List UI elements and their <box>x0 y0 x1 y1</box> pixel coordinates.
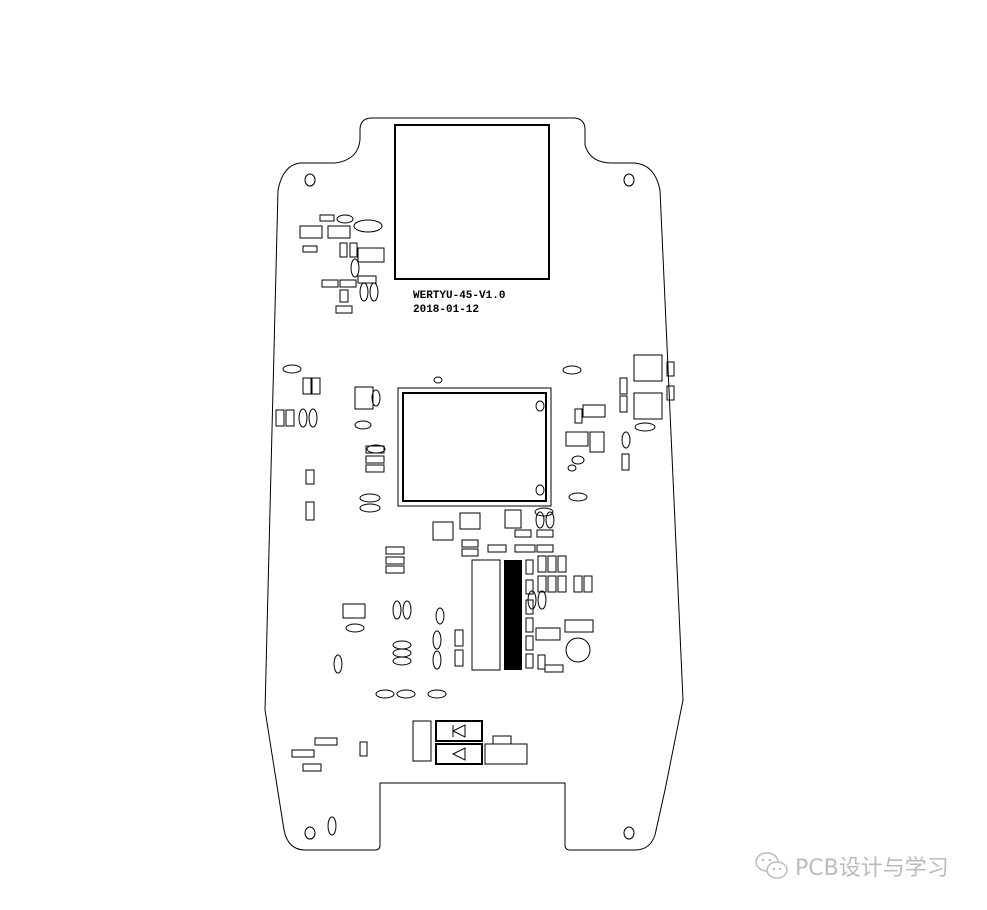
pin1-mark <box>535 484 545 496</box>
pad <box>535 627 561 641</box>
main-chip-inner <box>402 392 547 502</box>
switch-footprint <box>484 743 528 765</box>
pad <box>565 431 589 447</box>
pad <box>357 247 385 263</box>
ic-footprint <box>633 392 663 420</box>
mounting-hole <box>623 826 635 840</box>
watermark: PCB设计与学习 <box>755 850 949 882</box>
top-module-footprint <box>394 124 550 280</box>
small-pads <box>275 214 675 772</box>
connector-pads <box>504 560 522 670</box>
silkscreen-board-name: WERTYU-45-V1.0 <box>413 290 505 302</box>
diode-symbol <box>451 724 466 761</box>
pad <box>299 225 323 239</box>
pin1-mark <box>535 400 545 412</box>
ic-footprint <box>459 512 481 530</box>
pad <box>589 431 605 453</box>
pad <box>564 619 594 633</box>
diode-footprint <box>435 720 483 742</box>
silkscreen-date: 2018-01-12 <box>413 304 479 316</box>
oval-pads <box>282 214 656 836</box>
pad <box>492 735 512 745</box>
mounting-hole <box>304 173 316 187</box>
pad <box>354 386 374 410</box>
mounting-hole <box>304 826 316 840</box>
ic-footprint <box>504 509 522 529</box>
pad <box>582 404 606 418</box>
pad <box>327 225 351 239</box>
pad <box>342 603 366 619</box>
diode-footprint <box>435 743 483 765</box>
wechat-icon <box>755 852 788 879</box>
buzzer-footprint <box>565 637 591 663</box>
connector-footprint <box>471 559 501 671</box>
ic-footprint <box>633 354 663 382</box>
pin1-mark <box>433 376 443 384</box>
board-outline <box>264 117 684 851</box>
main-chip-outer <box>397 387 552 507</box>
mounting-hole <box>623 173 635 187</box>
watermark-text: PCB设计与学习 <box>795 856 949 881</box>
capacitor-footprint <box>412 720 432 762</box>
ic-footprint <box>432 521 454 541</box>
